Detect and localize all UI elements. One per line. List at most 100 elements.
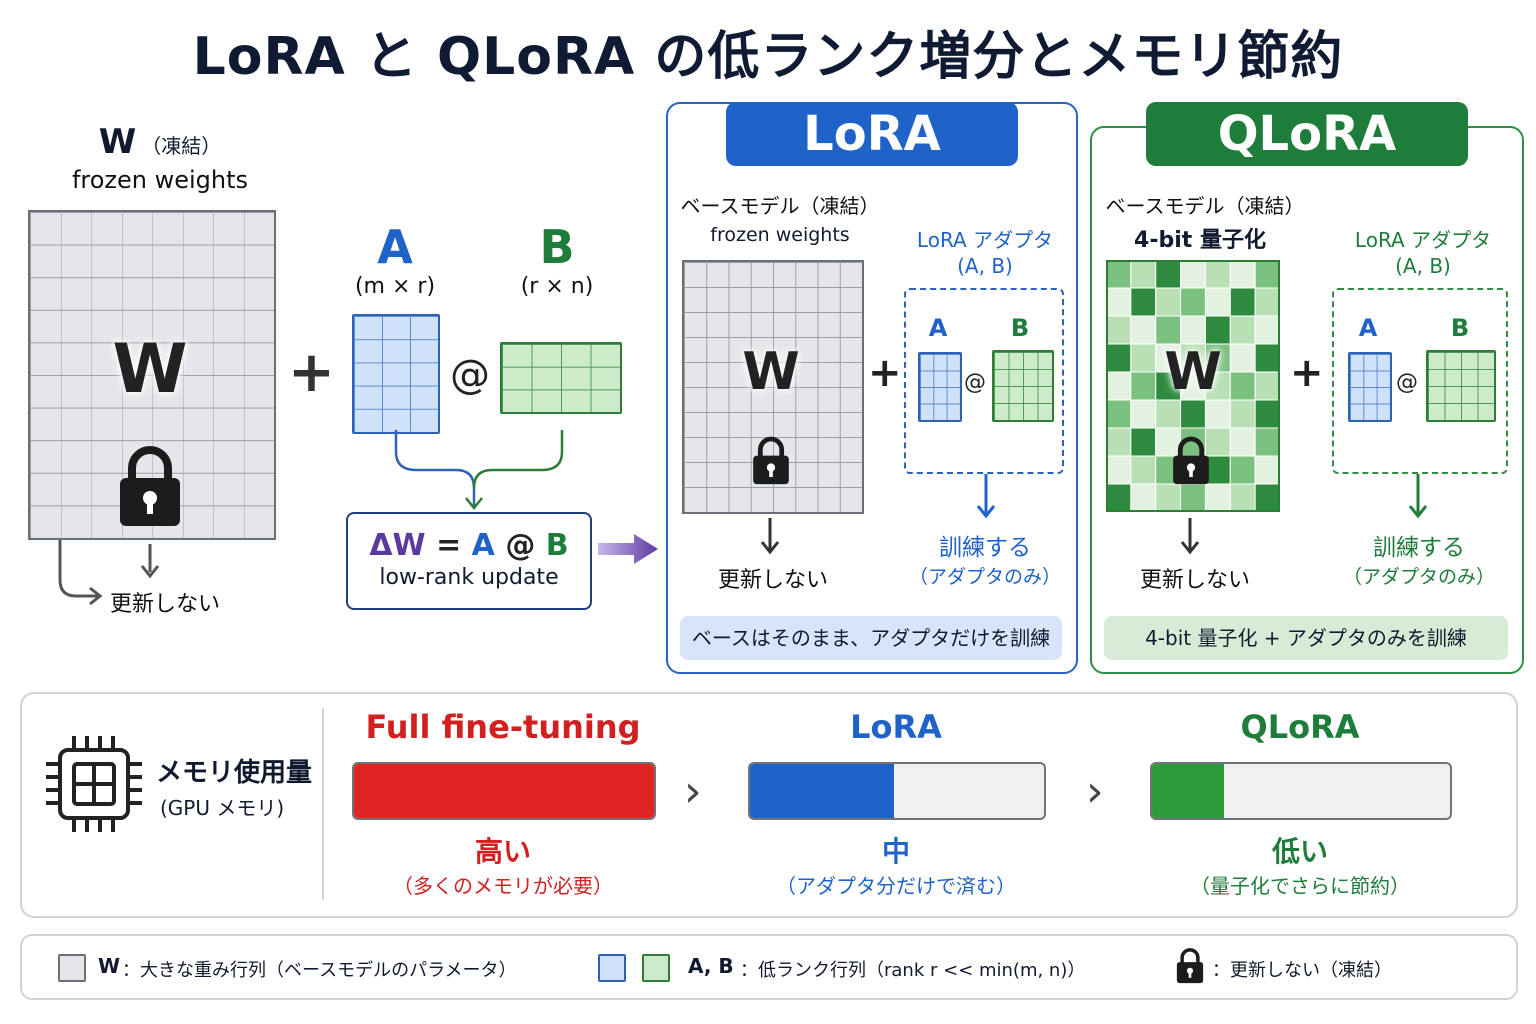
qlora-train-sub: （アダプタのみ） — [1342, 566, 1495, 588]
qlora-plus: + — [1290, 350, 1324, 396]
down-arrow-icon — [1408, 474, 1428, 519]
b-label: B — [539, 220, 575, 274]
quantized-cell — [1254, 287, 1281, 317]
quantized-cell — [1130, 315, 1157, 345]
quantized-cell — [1105, 399, 1132, 429]
lora-a-matrix — [918, 352, 962, 422]
lora-base-sub: frozen weights — [710, 224, 850, 246]
merge-bracket — [394, 430, 564, 511]
quantized-cell — [1204, 399, 1231, 429]
delta-w-formula: ΔW = A @ B — [348, 528, 590, 563]
method-name-full: Full fine-tuning — [365, 708, 641, 746]
chevron-right-icon: › — [1086, 766, 1104, 817]
quantized-cell — [1229, 455, 1256, 485]
memory-panel — [20, 692, 1518, 918]
quantized-cell — [1105, 315, 1132, 345]
lora-no-update: 更新しない — [717, 568, 828, 593]
method-level-full: 高い — [474, 835, 531, 868]
qlora-b-matrix — [1426, 350, 1496, 422]
quantized-cell — [1180, 315, 1206, 345]
a-label: A — [377, 220, 413, 274]
quantized-cell — [1130, 483, 1157, 513]
quantized-cell — [1155, 315, 1182, 345]
method-level-lora: 中 — [881, 835, 910, 868]
lora-w-matrix — [682, 260, 864, 514]
qlora-a-label: A — [1358, 314, 1378, 342]
memory-label-sub: (GPU メモリ) — [160, 796, 285, 820]
w-heading: W （凍結） — [40, 122, 280, 162]
down-arrow-icon — [1180, 518, 1200, 555]
method-note-lora: （アダプタ分だけで済む） — [776, 874, 1016, 898]
qlora-tab: QLoRA — [1146, 102, 1468, 166]
w-heading-sub: （凍結） — [141, 134, 222, 158]
right-arrow-icon — [598, 534, 658, 564]
formula-a: A — [471, 528, 495, 563]
quantized-cell — [1254, 455, 1281, 485]
quantized-cell — [1155, 259, 1182, 289]
quantized-cell — [1105, 287, 1132, 317]
legend-lock-text: ：更新しない（凍結） — [1212, 960, 1392, 981]
b-matrix — [500, 342, 622, 414]
quantized-cell — [1105, 483, 1132, 513]
lora-plus: + — [868, 350, 902, 396]
qlora-adapter-label: LoRA アダプタ — [1354, 228, 1492, 252]
quantized-cell — [1155, 287, 1182, 317]
quantized-cell — [1155, 483, 1182, 513]
qlora-w-label: W — [1164, 342, 1222, 402]
formula-eq: = — [436, 528, 462, 563]
quantized-cell — [1180, 483, 1206, 513]
formula-delta: ΔW — [369, 528, 426, 563]
quantized-cell — [1130, 455, 1157, 485]
lora-adapter-sub: (A, B) — [957, 254, 1013, 278]
lock-icon — [1176, 948, 1204, 984]
lora-footer: ベースはそのまま、アダプタだけを訓練 — [680, 616, 1062, 660]
qlora-footer: 4-bit 量子化 + アダプタのみを訓練 — [1104, 616, 1508, 660]
method-note-qlora: （量子化でさらに節約） — [1190, 874, 1410, 898]
qlora-base-sub: 4-bit 量子化 — [1134, 228, 1266, 253]
method-note-full: （多くのメモリが必要） — [393, 874, 613, 898]
lock-icon — [1173, 436, 1209, 485]
legend-w-key: W — [98, 954, 121, 978]
quantized-cell — [1229, 399, 1256, 429]
lora-adapter-box — [904, 288, 1064, 474]
quantized-cell — [1180, 287, 1206, 317]
method-level-qlora: 低い — [1271, 835, 1328, 868]
qlora-no-update: 更新しない — [1139, 568, 1250, 593]
quantized-cell — [1229, 315, 1256, 345]
a-matrix — [352, 314, 440, 434]
memory-bar-qlora — [1150, 762, 1452, 820]
memory-bar-fill-full — [354, 764, 654, 818]
lora-b-matrix — [992, 350, 1054, 422]
memory-bar-fill-lora — [750, 764, 895, 818]
quantized-cell — [1254, 371, 1281, 401]
memory-bar-fill-qlora — [1152, 764, 1224, 818]
quantized-cell — [1155, 427, 1182, 457]
lora-b-label: B — [1010, 314, 1030, 342]
quantized-cell — [1254, 259, 1281, 289]
legend-b-swatch — [642, 954, 670, 982]
page-title: LoRA と QLoRA の低ランク増分とメモリ節約 — [192, 27, 1344, 87]
legend-ab-key: A, B — [688, 954, 734, 978]
quantized-cell — [1105, 427, 1132, 457]
chip-icon — [46, 736, 142, 832]
legend-ab-text: ：低ランク行列（rank r << min(m, n)） — [740, 960, 1086, 981]
legend-w-swatch — [58, 954, 86, 982]
method-name-qlora: QLoRA — [1240, 708, 1360, 746]
w-matrix-label: W — [112, 330, 188, 409]
quantized-cell — [1105, 455, 1132, 485]
qlora-train: 訓練する — [1373, 535, 1465, 561]
quantized-cell — [1130, 399, 1157, 429]
w-heading-label: W — [98, 122, 137, 162]
qlora-at: @ — [1396, 370, 1418, 395]
quantized-cell — [1105, 259, 1132, 289]
lora-adapter-label: LoRA アダプタ — [916, 228, 1054, 252]
legend-panel — [20, 934, 1518, 1000]
quantized-cell — [1130, 427, 1157, 457]
lock-icon — [120, 446, 180, 526]
memory-bar-lora — [748, 762, 1046, 820]
qlora-quantized-matrix — [1105, 259, 1281, 513]
quantized-cell — [1204, 315, 1231, 345]
no-update-arrows — [58, 540, 160, 606]
quantized-cell — [1229, 343, 1256, 373]
quantized-cell — [1204, 287, 1231, 317]
